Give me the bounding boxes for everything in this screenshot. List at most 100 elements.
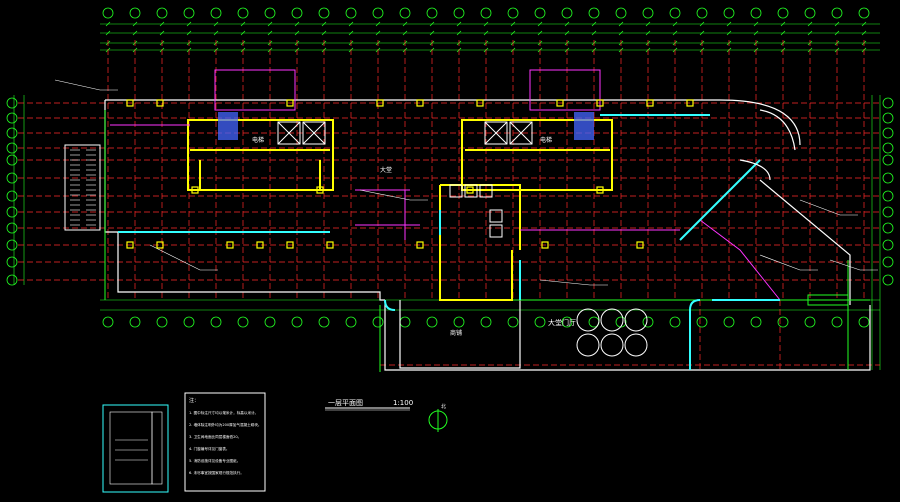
axis-bubble-bottom: [804, 316, 816, 328]
axis-bubble-top: [777, 7, 789, 19]
dimension-tick: [213, 21, 219, 27]
dimension-tick: [564, 30, 570, 36]
note-line-4: 4. 门窗编号详见门窗表。: [189, 446, 230, 451]
column-marker: [286, 99, 294, 107]
dimension-tick: [537, 21, 543, 27]
dimension-tick: [834, 30, 840, 36]
dimension-tick: [429, 21, 435, 27]
axis-bubble-top: [723, 7, 735, 19]
column-marker: [316, 186, 324, 194]
axis-bubble-bottom: [237, 316, 249, 328]
axis-bubble-left: [6, 274, 18, 286]
structural-columns: [126, 99, 694, 249]
column-marker: [226, 241, 234, 249]
dimension-tick: [267, 21, 273, 27]
planter-circle: [576, 308, 600, 332]
note-line-3: 3. 卫生间地面比同层楼面低20。: [189, 434, 241, 439]
dimension-tick: [753, 30, 759, 36]
leader-line: [54, 79, 118, 91]
axis-bubble-left: [6, 112, 18, 124]
axis-bubble-bottom: [372, 316, 384, 328]
axis-grid: [18, 40, 880, 370]
north-label: 北: [441, 403, 446, 410]
dimension-tick: [807, 21, 813, 27]
dimension-tick: [105, 21, 111, 27]
dimension-tick: [159, 30, 165, 36]
axis-bubble-bottom: [426, 316, 438, 328]
planter-circle: [624, 308, 648, 332]
axis-bubble-left: [6, 239, 18, 251]
key-plan-thumbnail: [102, 404, 169, 493]
axis-bubble-top: [669, 7, 681, 19]
leader-line: [539, 279, 608, 286]
room-label-shop: 商铺: [450, 329, 462, 337]
axis-bubble-left: [6, 97, 18, 109]
axis-bubble-left: [6, 206, 18, 218]
axis-bubble-bottom: [183, 316, 195, 328]
leader-line: [799, 199, 858, 216]
dimension-tick: [699, 30, 705, 36]
axis-bubble-bottom: [507, 316, 519, 328]
dimension-tick: [213, 30, 219, 36]
axis-bubble-top: [480, 7, 492, 19]
partitions: [110, 69, 781, 301]
column-marker: [466, 186, 474, 194]
column-marker: [326, 241, 334, 249]
axis-bubble-top: [102, 7, 114, 19]
room-label-lobby-right: 大堂门厅: [548, 318, 576, 327]
dimension-tick: [321, 21, 327, 27]
dimension-tick: [348, 30, 354, 36]
dimension-tick: [456, 30, 462, 36]
axis-bubble-top: [534, 7, 546, 19]
dimension-tick: [726, 21, 732, 27]
axis-bubble-bottom: [723, 316, 735, 328]
column-marker: [636, 241, 644, 249]
axis-bubble-top: [858, 7, 870, 19]
axis-bubble-top: [453, 7, 465, 19]
dimension-tick: [159, 21, 165, 27]
note-line-6: 6. 未尽事宜按国家现行规范执行。: [189, 470, 244, 475]
planter-circle: [576, 333, 600, 357]
annotation-leaders: [54, 79, 878, 286]
room-label-hall: 大堂: [380, 166, 392, 174]
axis-bubble-top: [291, 7, 303, 19]
column-marker: [686, 99, 694, 107]
column-marker: [541, 241, 549, 249]
column-marker: [376, 99, 384, 107]
notes-heading: 注：: [189, 397, 199, 404]
column-marker: [416, 241, 424, 249]
dimension-tick: [672, 30, 678, 36]
planter-circle: [600, 333, 624, 357]
axis-bubble-top: [156, 7, 168, 19]
dimension-tick: [402, 21, 408, 27]
dimension-tick: [105, 30, 111, 36]
axis-bubble-top: [750, 7, 762, 19]
note-line-2: 2. 墙体除注明外均为200厚加气混凝土砌块。: [189, 422, 262, 427]
leader-line: [359, 189, 428, 201]
axis-bubble-bottom: [831, 316, 843, 328]
axis-bubble-right: [882, 222, 894, 234]
dimension-tick: [240, 21, 246, 27]
leader-line: [829, 259, 878, 271]
axis-bubble-bottom: [453, 316, 465, 328]
sheet-scale: 1:100: [393, 399, 413, 407]
axis-bubble-left: [6, 222, 18, 234]
dimension-tick: [591, 30, 597, 36]
sheet-title-block: 一层平面图 1:100: [325, 399, 413, 411]
axis-bubble-left: [6, 256, 18, 268]
axis-bubble-bottom: [777, 316, 789, 328]
column-marker: [191, 186, 199, 194]
dimension-tick: [294, 21, 300, 27]
axis-bubble-bottom: [102, 316, 114, 328]
dimension-tick: [456, 21, 462, 27]
axis-bubble-left: [6, 172, 18, 184]
dimension-tick: [645, 21, 651, 27]
axis-bubble-top: [345, 7, 357, 19]
axis-bubble-bottom: [156, 316, 168, 328]
axis-bubble-right: [882, 190, 894, 202]
axis-bubble-right: [882, 256, 894, 268]
column-marker: [596, 186, 604, 194]
axis-bubble-top: [588, 7, 600, 19]
axis-bubble-left: [6, 154, 18, 166]
